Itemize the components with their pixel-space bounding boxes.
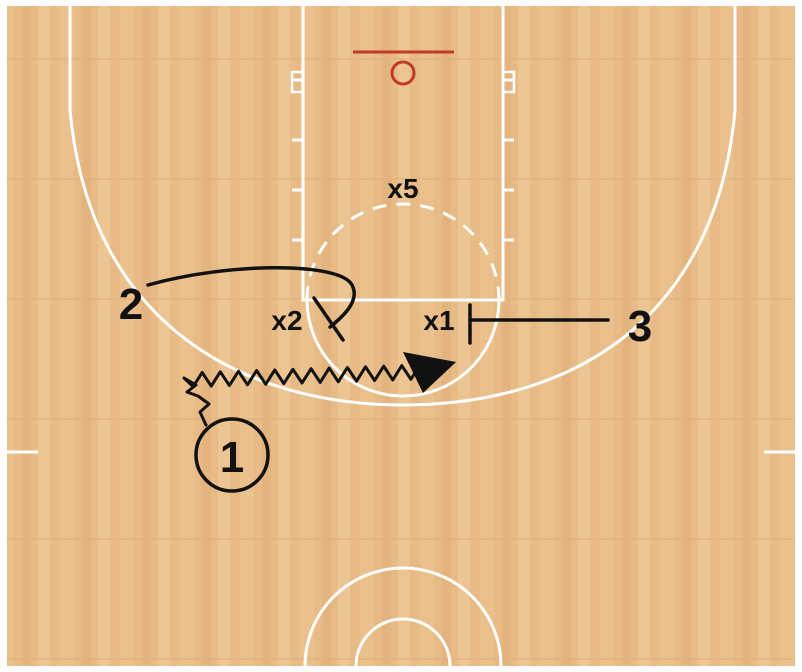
court-floor xyxy=(7,6,795,666)
player1-dribble-line xyxy=(182,363,422,427)
rim xyxy=(390,60,416,86)
center-circle-inner xyxy=(354,617,452,667)
x2-screen-bar xyxy=(312,296,345,342)
defender-x1-label: x1 xyxy=(423,305,454,336)
player1-circle xyxy=(194,417,270,493)
defender-x2-label: x2 xyxy=(271,305,302,336)
free-throw-circle-upper xyxy=(305,202,501,301)
three-point-arc xyxy=(68,6,737,407)
player2-label: 2 xyxy=(119,280,143,329)
player3-label: 3 xyxy=(628,302,652,351)
lane xyxy=(301,6,505,302)
court-lines xyxy=(7,6,795,667)
dribble-arrowhead xyxy=(403,352,456,393)
defender-x5-label: x5 xyxy=(387,173,418,204)
center-circle xyxy=(303,566,503,667)
player1-label: 1 xyxy=(220,433,244,482)
free-throw-circle-lower xyxy=(305,299,501,398)
player2-cut-line xyxy=(146,266,356,329)
